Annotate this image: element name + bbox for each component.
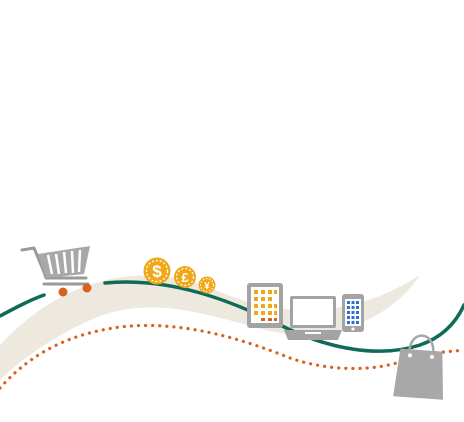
pound-symbol: £ — [181, 270, 189, 285]
smartphone-icon — [342, 294, 364, 332]
green-curve — [0, 293, 46, 318]
tablet-icon — [247, 283, 283, 328]
laptop-icon — [284, 296, 342, 340]
pound-coin-icon: £ — [174, 266, 196, 288]
yen-symbol: ¥ — [204, 281, 210, 292]
yen-coin-icon: ¥ — [198, 276, 216, 294]
green-curve-main — [103, 280, 464, 353]
beige-ribbon — [0, 275, 420, 380]
shopping-cart-icon — [20, 246, 92, 297]
shopping-bag-icon — [393, 334, 443, 400]
dotted-orange-curve — [0, 323, 464, 390]
dollar-coin-icon: $ — [143, 257, 171, 285]
dollar-symbol: $ — [152, 262, 162, 281]
